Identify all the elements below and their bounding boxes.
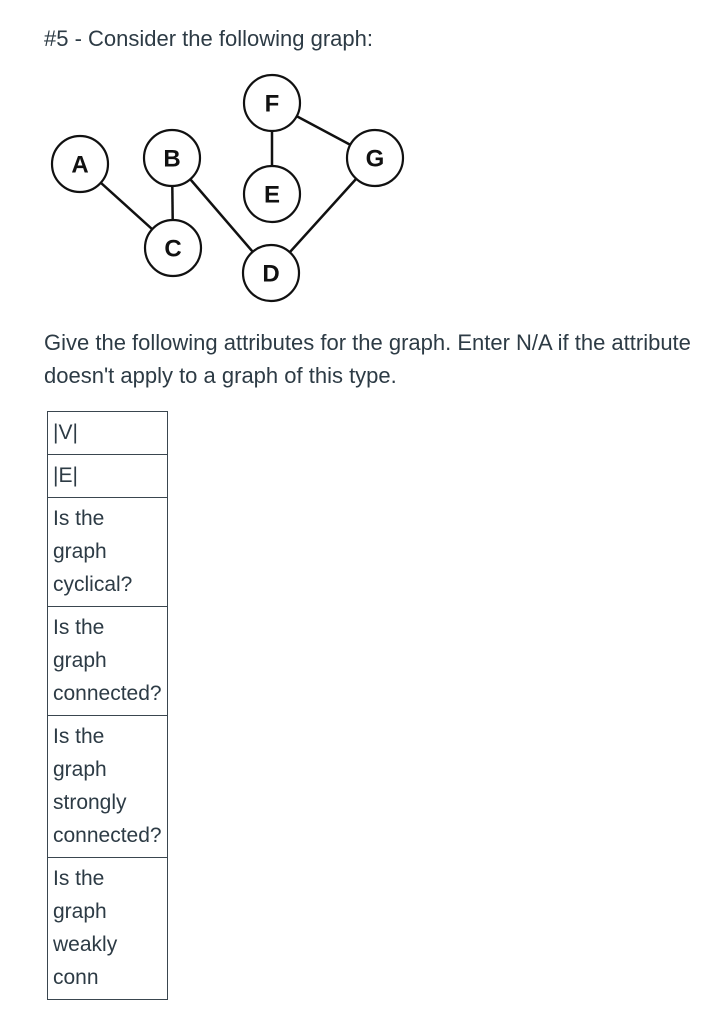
prompt: Give the following attributes for the gr…	[44, 326, 716, 392]
attributes-table: |V| |E| Is the graph cyclical? Is the gr…	[47, 411, 168, 1000]
node-E-circle	[242, 164, 302, 224]
node-C-label: C	[164, 236, 181, 263]
node-G-circle	[345, 128, 405, 188]
node-C-circle	[143, 218, 203, 278]
attribute-label-cell: Is the graph strongly connected?	[47, 715, 168, 858]
node-A-circle	[50, 134, 110, 194]
attribute-label-cell: Is the graph cyclical?	[47, 497, 168, 607]
node-F-label: F	[265, 91, 280, 118]
graph-svg: A B C D E F G	[50, 73, 405, 303]
node-B-circle	[142, 128, 202, 188]
node-D-circle	[241, 243, 301, 303]
attribute-label-cell: Is the graph connected?	[47, 606, 168, 716]
attribute-label-cell: |E|	[47, 454, 168, 498]
table-row: Is the graph cyclical?	[47, 497, 168, 607]
graph-figure: A B C D E F G	[0, 70, 440, 310]
node-A-label: A	[71, 152, 88, 179]
table-row: Is the graph connected?	[47, 606, 168, 716]
attribute-label-cell: |V|	[47, 411, 168, 455]
question-title: #5 - Consider the following graph:	[44, 26, 373, 51]
node-G-label: G	[366, 146, 385, 173]
prompt-line-1: Give the following attributes for the gr…	[44, 330, 691, 355]
node-E-label: E	[264, 182, 280, 209]
table-row: |V|	[47, 411, 168, 455]
table-row: Is the graph strongly connected?	[47, 715, 168, 858]
node-F-circle	[242, 73, 302, 133]
node-D-label: D	[262, 261, 279, 288]
node-B-label: B	[163, 146, 180, 173]
table-row: Is the graph weakly conn	[47, 857, 168, 1000]
prompt-line-2: doesn't apply to a graph of this type.	[44, 363, 397, 388]
table-row: |E|	[47, 454, 168, 498]
attribute-label-cell: Is the graph weakly conn	[47, 857, 168, 1000]
